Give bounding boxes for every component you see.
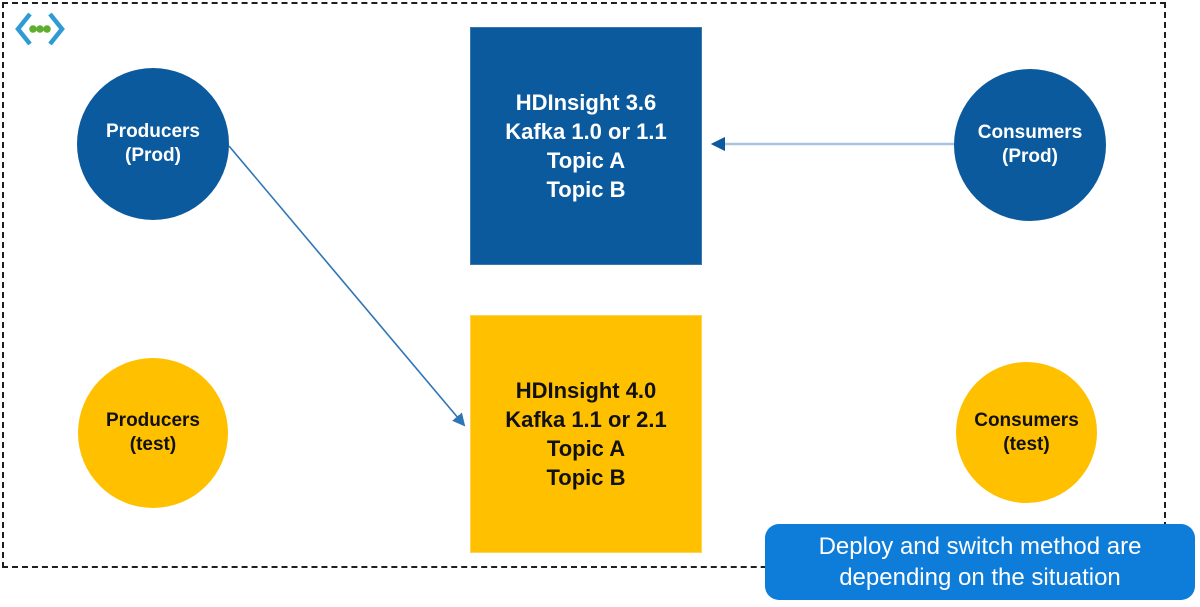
node-label: Consumers (Prod): [978, 121, 1083, 169]
node-label-line2: (test): [1003, 433, 1050, 455]
node-label-line2: (Prod): [125, 145, 181, 166]
node-consumers-prod: Consumers (Prod): [954, 69, 1106, 221]
cluster-hdinsight-36: HDInsight 3.6 Kafka 1.0 or 1.1 Topic A T…: [470, 27, 702, 265]
cluster-line: Kafka 1.0 or 1.1: [505, 119, 667, 144]
node-consumers-test: Consumers (test): [956, 362, 1097, 503]
cluster-line: Topic A: [546, 148, 626, 173]
node-label-line2: (Prod): [1002, 146, 1058, 167]
cluster-line: HDInsight 4.0: [515, 378, 657, 403]
note-line2: depending on the situation: [839, 564, 1121, 591]
node-label-line1: Consumers: [977, 122, 1083, 143]
cluster-line: Topic A: [546, 436, 626, 461]
cluster-line: Topic B: [546, 465, 626, 490]
note-line1: Deploy and switch method are: [818, 533, 1142, 560]
cluster-line: Topic B: [546, 177, 626, 202]
deploy-note-callout: Deploy and switch method are depending o…: [765, 524, 1195, 600]
node-producers-prod: Producers (Prod): [77, 68, 229, 220]
cluster-hdinsight-40: HDInsight 4.0 Kafka 1.1 or 2.1 Topic A T…: [470, 315, 702, 553]
dashed-boundary: [2, 2, 1166, 568]
node-label: Consumers (test): [974, 409, 1079, 457]
node-label: Producers (test): [106, 409, 200, 457]
node-producers-test: Producers (test): [78, 358, 228, 508]
node-label: Producers (Prod): [106, 120, 200, 168]
cluster-line: Kafka 1.1 or 2.1: [505, 407, 667, 432]
cluster-line: HDInsight 3.6: [515, 90, 657, 115]
node-label-line1: Producers: [106, 410, 200, 431]
code-dots-icon: [15, 12, 65, 46]
node-label-line1: Consumers: [974, 409, 1079, 431]
node-label-line1: Producers: [106, 121, 200, 142]
node-label-line2: (test): [129, 434, 177, 455]
